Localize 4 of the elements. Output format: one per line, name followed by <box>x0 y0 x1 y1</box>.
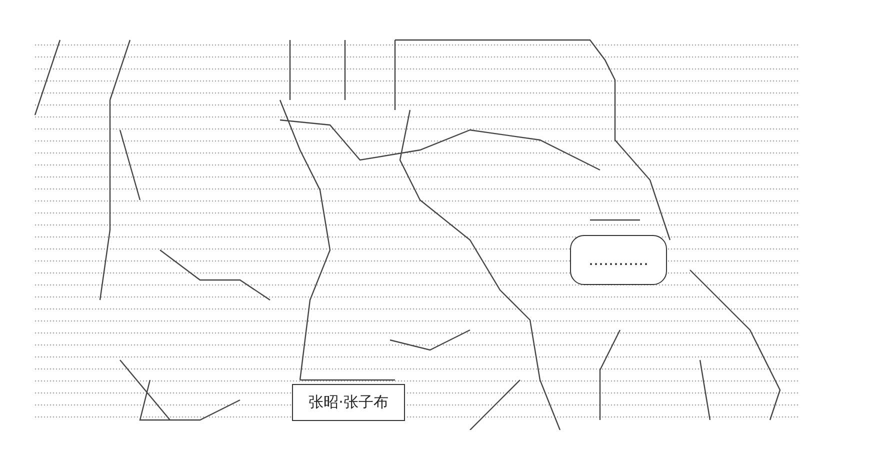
speech-text: ………… <box>588 251 648 269</box>
name-text: 张昭·张子布 <box>308 393 388 412</box>
speech-bubble <box>570 235 667 285</box>
name-label-box <box>292 384 405 421</box>
